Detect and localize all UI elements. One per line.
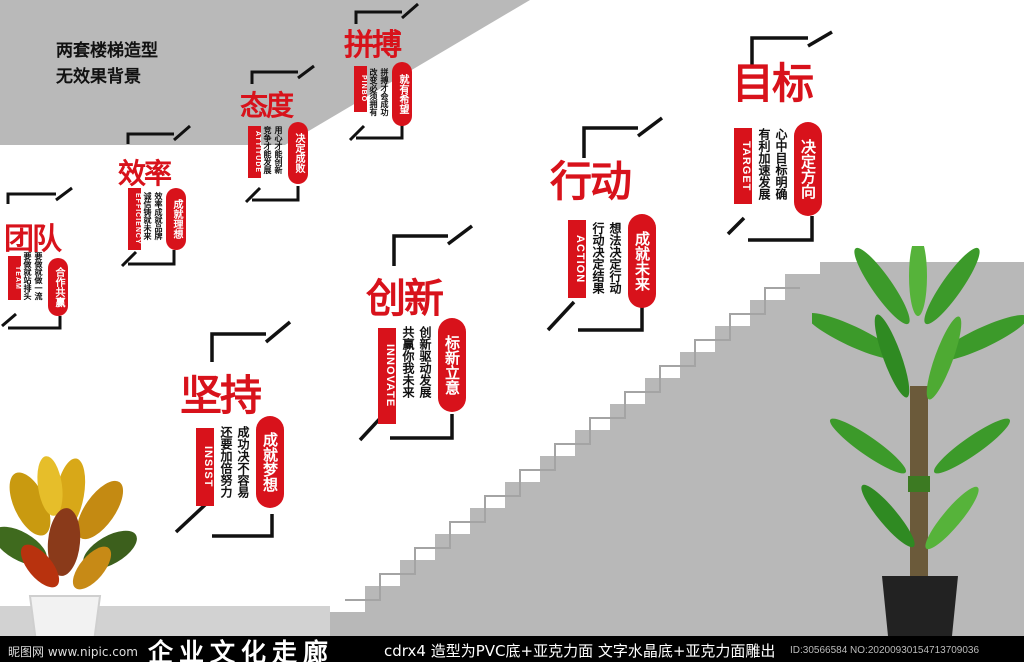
desc-line: 有利加速发展 — [757, 128, 771, 200]
desc-line: 创新驱动发展 — [418, 326, 432, 398]
panel-badge: 就有希望 — [392, 62, 412, 126]
croton-plant — [0, 456, 137, 643]
plant-leaves — [812, 246, 1024, 550]
plant-stem — [908, 386, 930, 586]
panel-desc: 成功决不容易 还要加倍努力 — [218, 426, 252, 522]
panel-english: ACTION — [568, 220, 586, 298]
panel-title: 创新 — [366, 275, 444, 322]
desc-line: 成功决不容易 — [236, 426, 250, 498]
panel-title: 目标 — [732, 59, 814, 108]
panel-frame — [348, 2, 419, 142]
desc-line: 竞争才能发展 — [263, 126, 272, 174]
panel-title: 态度 — [240, 89, 294, 122]
panel-english: PINBO — [354, 66, 367, 112]
panel-action: 行动 ACTION 想法决定行动 行动决定结果 成就未来 — [546, 116, 664, 336]
plant-leaves — [0, 456, 137, 590]
panel-title: 效率 — [118, 157, 172, 190]
footer-title: 企业文化走廊 — [148, 638, 335, 662]
panel-target: 目标 TARGET 心中目标明确 有利加速发展 决定方向 — [726, 30, 844, 248]
desc-line: 拼搏才会成功 — [380, 68, 389, 116]
desc-line: 效率成就品牌 — [154, 192, 163, 240]
panel-desc: 要做就做一流 要做就站排头 — [22, 252, 44, 318]
panel-frame — [120, 124, 191, 268]
panel-frame — [174, 320, 292, 538]
panel-title: 坚持 — [180, 371, 262, 420]
panel-efficiency: 效率 EFFICIENCY 效率成就品牌 诚信铸就未来 成就理想 — [118, 124, 198, 272]
panel-team: 团队 TEAM 要做就做一流 要做就站排头 合作共赢 — [0, 186, 80, 336]
watermark: 昵图网 www.nipic.com — [8, 645, 138, 659]
panel-badge: 合作共赢 — [48, 258, 68, 316]
panel-frame — [1, 186, 73, 330]
note-line-1: 两套楼梯造型 — [56, 41, 158, 61]
footer-spec: cdrx4 造型为PVC底+亚克力面 文字水晶底+亚克力面雕出 — [384, 642, 776, 660]
footer-bar — [0, 636, 1024, 662]
panel-desc: 拼搏才会成功 改变必须拥有 — [368, 68, 390, 128]
panel-badge: 标新立意 — [438, 318, 466, 412]
panel-title: 行动 — [550, 157, 632, 206]
desc-line: 行动决定结果 — [591, 222, 605, 294]
stair-mass — [330, 262, 1024, 636]
panel-pinbo: 拼搏 PINBO 拼搏才会成功 改变必须拥有 就有希望 — [340, 2, 424, 144]
panel-badge: 决定方向 — [794, 122, 822, 216]
desc-line: 用心才能创新 — [274, 126, 283, 174]
image-id: ID:30566584 NO:20200930154713709036 — [790, 645, 980, 656]
panel-frame — [244, 64, 315, 204]
panel-desc: 用心才能创新 竞争才能发展 — [262, 126, 284, 186]
panel-badge: 成就梦想 — [256, 416, 284, 508]
panel-english: EFFICIENCY — [128, 188, 141, 250]
panel-frame — [726, 30, 833, 242]
panel-english: TARGET — [734, 128, 752, 204]
panel-english: ATTITUDE — [248, 126, 261, 178]
plant-pot — [882, 576, 958, 636]
panel-attitude: 态度 ATTITUDE 用心才能创新 竞争才能发展 决定成败 — [240, 64, 322, 206]
panel-desc: 想法决定行动 行动决定结果 — [590, 222, 624, 318]
panel-desc: 效率成就品牌 诚信铸就未来 — [142, 192, 164, 252]
panel-desc: 心中目标明确 有利加速发展 — [756, 128, 790, 224]
panel-title: 拼搏 — [344, 28, 402, 63]
desc-line: 还要加倍努力 — [219, 426, 233, 498]
panel-english: INSIST — [196, 428, 214, 506]
panel-badge: 决定成败 — [288, 122, 308, 184]
desc-line: 要做就站排头 — [23, 252, 32, 300]
panel-badge: 成就未来 — [628, 214, 656, 308]
desc-line: 心中目标明确 — [774, 128, 788, 200]
dracaena-plant — [812, 246, 1024, 636]
panel-english: INNOVATE — [378, 328, 396, 424]
panel-desc: 创新驱动发展 共赢你我未来 — [400, 326, 434, 422]
panel-badge: 成就理想 — [166, 188, 186, 250]
panel-english: TEAM — [8, 256, 21, 300]
desc-line: 改变必须拥有 — [369, 68, 378, 116]
panel-title: 团队 — [4, 222, 62, 257]
panel-insist: 坚持 INSIST 成功决不容易 还要加倍努力 成就梦想 — [174, 320, 296, 542]
desc-line: 共赢你我未来 — [401, 326, 415, 398]
desc-line: 诚信铸就未来 — [143, 192, 152, 240]
note-line-2: 无效果背景 — [56, 67, 141, 87]
desc-line: 要做就做一流 — [34, 252, 43, 300]
panel-innovate: 创新 INNOVATE 创新驱动发展 共赢你我未来 标新立意 — [358, 224, 474, 446]
panel-frame — [546, 116, 664, 332]
desc-line: 想法决定行动 — [608, 222, 622, 294]
